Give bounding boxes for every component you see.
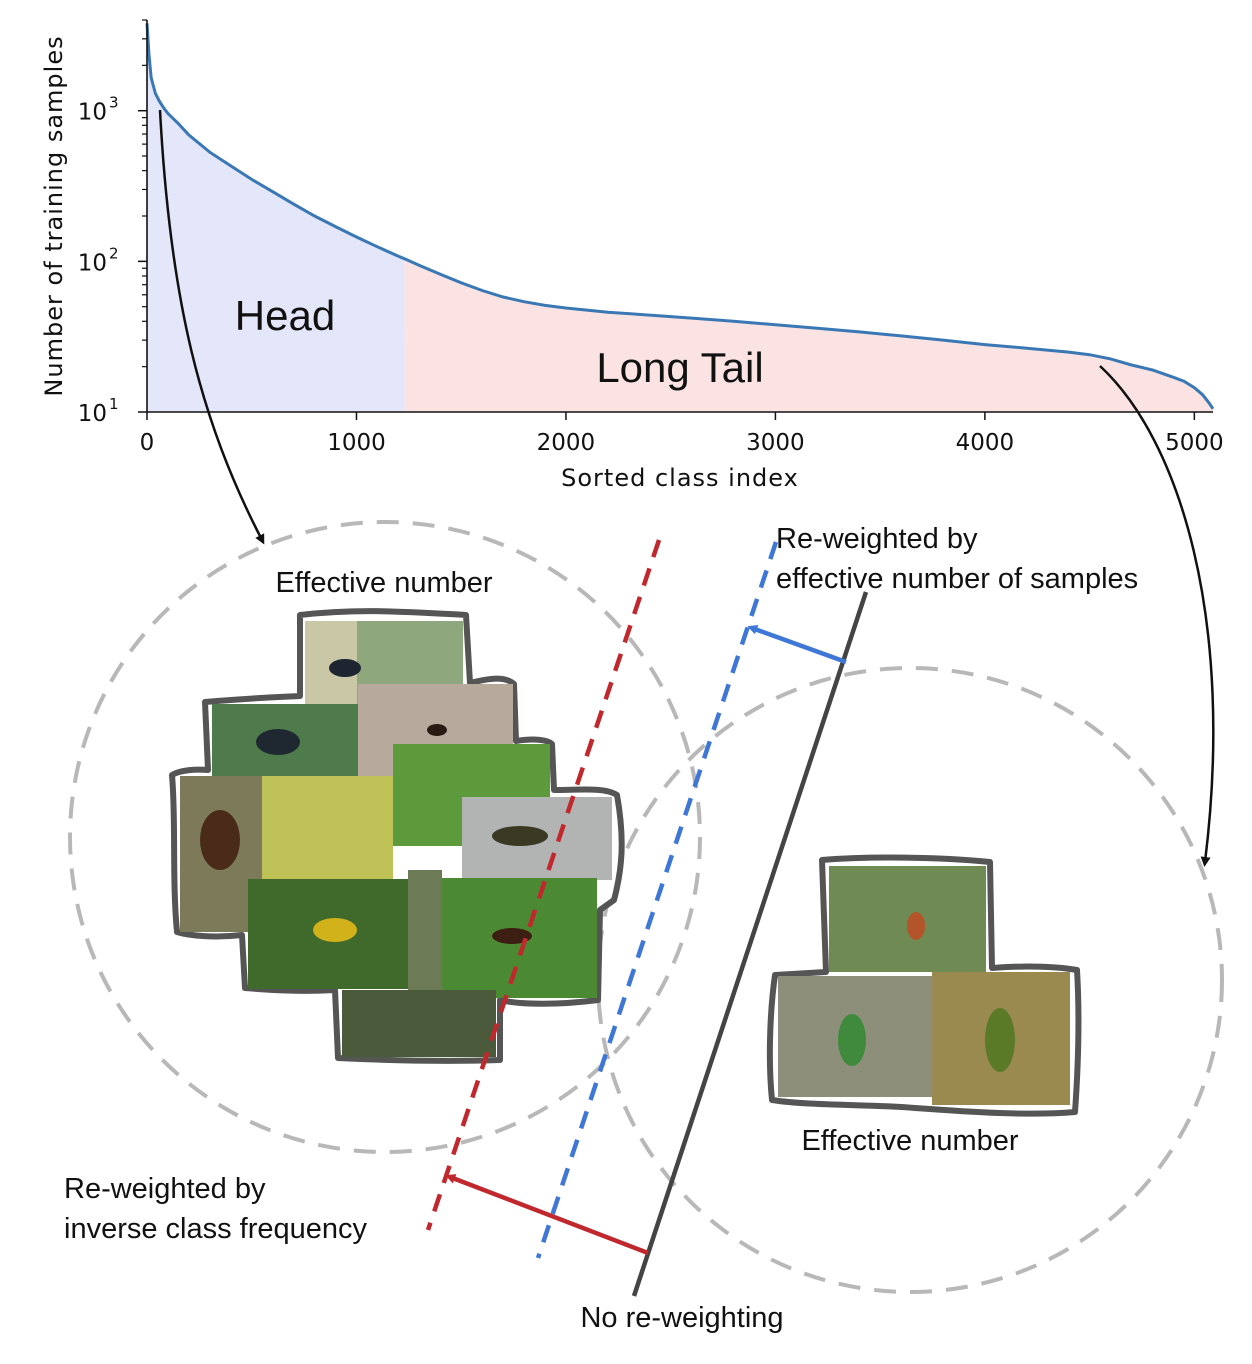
head-region (147, 23, 405, 413)
inverse-shift-arrow (445, 1174, 649, 1256)
x-tick-label: 3000 (746, 430, 805, 456)
bird-silhouette (200, 810, 240, 870)
x-tick-label: 2000 (537, 430, 596, 456)
reweight-effective-line1: Re-weighted by (776, 523, 978, 555)
reweight-effective-line2: effective number of samples (776, 563, 1138, 595)
series-line (145, 23, 1215, 410)
y-tick-exponent: 2 (109, 244, 119, 262)
y-axis-label: Number of training samples (40, 35, 68, 396)
effective-number-boundary (535, 541, 779, 1259)
y-tick-label: 10 (78, 100, 107, 126)
no-reweighting-boundary (631, 591, 869, 1297)
head-photo-collage (169, 608, 625, 1064)
bird-photo (342, 990, 496, 1057)
y-tick-exponent: 3 (109, 94, 119, 112)
effective-number-left-label: Effective number (275, 567, 492, 599)
no-reweighting-label: No re-weighting (580, 1302, 783, 1334)
y-tick-exponent: 1 (109, 395, 119, 413)
reweight-inverse-line2: inverse class frequency (64, 1213, 368, 1245)
x-tick-label: 4000 (956, 430, 1015, 456)
tail-arrow (1099, 365, 1215, 867)
effective-shift-arrow (747, 624, 847, 665)
x-ticks: 0 1000 2000 3000 4000 5000 (140, 412, 1224, 456)
effective-number-right-label: Effective number (801, 1125, 1018, 1157)
bird-photo (829, 866, 986, 972)
bird-silhouette (492, 826, 548, 846)
y-tick-label: 10 (78, 250, 107, 276)
x-axis-label: Sorted class index (561, 464, 799, 492)
bird-silhouette (256, 729, 300, 755)
bird-silhouette (985, 1008, 1015, 1072)
head-class-circle (68, 520, 702, 1154)
bird-photo (408, 870, 442, 990)
x-tick-label: 5000 (1165, 430, 1224, 456)
bird-silhouette (329, 659, 361, 677)
long-tail-label: Long Tail (596, 344, 763, 391)
x-tick-label: 0 (140, 430, 155, 456)
bird-silhouette (492, 928, 532, 944)
y-tick-label: 10 (78, 401, 107, 427)
head-arrow (158, 109, 265, 545)
tail-photo-collage (766, 854, 1082, 1117)
inverse-frequency-boundary (425, 539, 662, 1231)
reweight-inverse-line1: Re-weighted by (64, 1173, 266, 1205)
bird-silhouette (427, 724, 447, 736)
x-tick-label: 1000 (327, 430, 386, 456)
head-label: Head (235, 292, 335, 339)
bird-silhouette (907, 912, 925, 940)
long-tail-region (404, 258, 1214, 412)
bird-silhouette (838, 1014, 866, 1066)
bird-photo (262, 776, 393, 879)
bird-silhouette (313, 918, 357, 942)
